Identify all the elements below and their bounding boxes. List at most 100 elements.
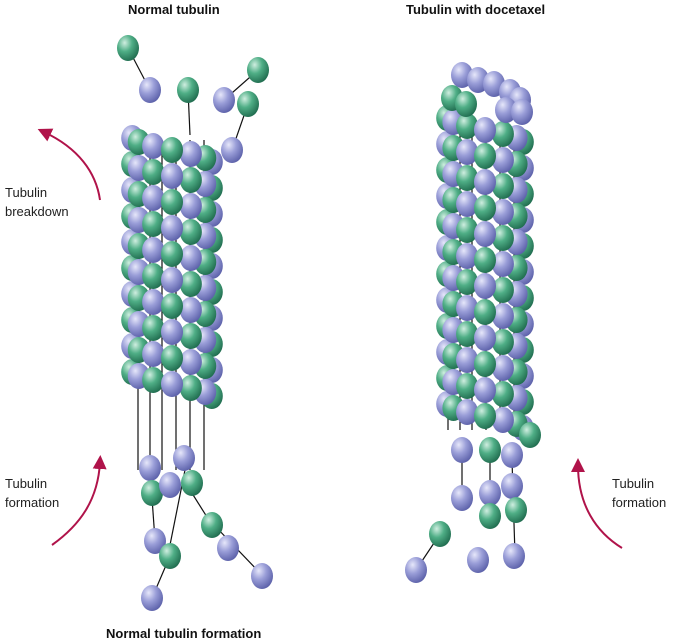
alpha-tubulin-subunit	[505, 497, 527, 523]
beta-tubulin-subunit	[139, 455, 161, 481]
alpha-tubulin-subunit	[429, 521, 451, 547]
title-normal-tubulin: Normal tubulin	[128, 2, 220, 17]
alpha-tubulin-subunit	[179, 323, 202, 349]
beta-tubulin-subunit	[456, 347, 479, 373]
beta-tubulin-subunit	[139, 77, 161, 103]
beta-tubulin-subunit	[456, 139, 479, 165]
alpha-tubulin-subunit	[161, 189, 183, 215]
beta-tubulin-subunit	[217, 535, 239, 561]
title-normal-tubulin-formation: Normal tubulin formation	[106, 626, 262, 641]
alpha-tubulin-subunit	[161, 137, 183, 163]
label-tubulin-breakdown: Tubulin breakdown	[5, 183, 69, 221]
alpha-tubulin-subunit	[161, 345, 183, 371]
alpha-tubulin-subunit	[456, 113, 479, 139]
beta-tubulin-subunit	[179, 141, 202, 167]
beta-tubulin-subunit	[161, 215, 183, 241]
beta-tubulin-subunit	[142, 341, 165, 367]
alpha-tubulin-subunit	[491, 329, 514, 355]
beta-tubulin-subunit	[142, 237, 165, 263]
beta-tubulin-subunit	[456, 399, 479, 425]
alpha-tubulin-subunit	[491, 277, 514, 303]
alpha-tubulin-subunit	[201, 512, 223, 538]
alpha-tubulin-subunit	[474, 195, 496, 221]
arrow-group	[37, 128, 623, 549]
beta-tubulin-subunit	[474, 377, 496, 403]
alpha-tubulin-subunit	[142, 263, 165, 289]
beta-tubulin-subunit	[474, 273, 496, 299]
beta-tubulin-subunit	[159, 472, 181, 498]
alpha-tubulin-subunit	[141, 480, 163, 506]
beta-tubulin-subunit	[479, 480, 501, 506]
beta-tubulin-subunit	[456, 295, 479, 321]
beta-tubulin-subunit	[456, 191, 479, 217]
beta-tubulin-subunit	[501, 473, 523, 499]
beta-tubulin-subunit	[179, 349, 202, 375]
alpha-tubulin-subunit	[142, 159, 165, 185]
alpha-tubulin-subunit	[474, 247, 496, 273]
beta-tubulin-subunit	[405, 557, 427, 583]
label-tubulin-formation-right: Tubulin formation	[612, 474, 666, 512]
beta-tubulin-subunit	[221, 137, 243, 163]
alpha-tubulin-subunit	[142, 211, 165, 237]
beta-tubulin-subunit	[495, 97, 517, 123]
beta-tubulin-subunit	[474, 169, 496, 195]
beta-tubulin-subunit	[251, 563, 273, 589]
label-line: breakdown	[5, 204, 69, 219]
beta-tubulin-subunit	[474, 221, 496, 247]
beta-tubulin-subunit	[474, 325, 496, 351]
alpha-tubulin-subunit	[179, 375, 202, 401]
alpha-tubulin-subunit	[474, 351, 496, 377]
beta-tubulin-subunit	[491, 303, 514, 329]
beta-tubulin-subunit	[491, 251, 514, 277]
alpha-tubulin-subunit	[181, 470, 203, 496]
beta-tubulin-subunit	[491, 199, 514, 225]
arrow-formation-right	[571, 458, 623, 549]
beta-tubulin-subunit	[179, 245, 202, 271]
label-line: formation	[612, 495, 667, 510]
label-line: Tubulin	[5, 476, 48, 491]
alpha-tubulin-subunit	[491, 121, 514, 147]
beta-tubulin-subunit	[456, 243, 479, 269]
beta-tubulin-subunit	[491, 355, 514, 381]
label-line: Tubulin	[612, 476, 655, 491]
alpha-tubulin-subunit	[179, 167, 202, 193]
alpha-tubulin-subunit	[474, 403, 496, 429]
tubulin-subunits	[117, 35, 541, 611]
alpha-tubulin-subunit	[519, 422, 541, 448]
beta-tubulin-subunit	[142, 185, 165, 211]
beta-tubulin-subunit	[467, 547, 489, 573]
alpha-tubulin-subunit	[456, 321, 479, 347]
alpha-tubulin-subunit	[456, 165, 479, 191]
alpha-tubulin-subunit	[117, 35, 139, 61]
beta-tubulin-subunit	[161, 371, 183, 397]
arrow-breakdown	[37, 128, 101, 201]
beta-tubulin-subunit	[142, 133, 165, 159]
beta-tubulin-subunit	[141, 585, 163, 611]
beta-tubulin-subunit	[451, 437, 473, 463]
alpha-tubulin-subunit	[479, 503, 501, 529]
alpha-tubulin-subunit	[161, 241, 183, 267]
alpha-tubulin-subunit	[179, 271, 202, 297]
alpha-tubulin-subunit	[491, 381, 514, 407]
alpha-tubulin-subunit	[455, 91, 477, 117]
alpha-tubulin-subunit	[491, 225, 514, 251]
beta-tubulin-subunit	[491, 407, 514, 433]
beta-tubulin-subunit	[142, 289, 165, 315]
alpha-tubulin-subunit	[474, 143, 496, 169]
beta-tubulin-subunit	[213, 87, 235, 113]
label-line: Tubulin	[5, 185, 48, 200]
alpha-tubulin-subunit	[159, 543, 181, 569]
title-tubulin-with-docetaxel: Tubulin with docetaxel	[406, 2, 546, 17]
alpha-tubulin-subunit	[456, 217, 479, 243]
alpha-tubulin-subunit	[237, 91, 259, 117]
alpha-tubulin-subunit	[247, 57, 269, 83]
beta-tubulin-subunit	[144, 528, 166, 554]
alpha-tubulin-subunit	[456, 373, 479, 399]
arrow-formation-left	[51, 455, 107, 546]
alpha-tubulin-subunit	[474, 299, 496, 325]
alpha-tubulin-subunit	[177, 77, 199, 103]
beta-tubulin-subunit	[451, 485, 473, 511]
beta-tubulin-subunit	[179, 193, 202, 219]
alpha-tubulin-subunit	[142, 367, 165, 393]
